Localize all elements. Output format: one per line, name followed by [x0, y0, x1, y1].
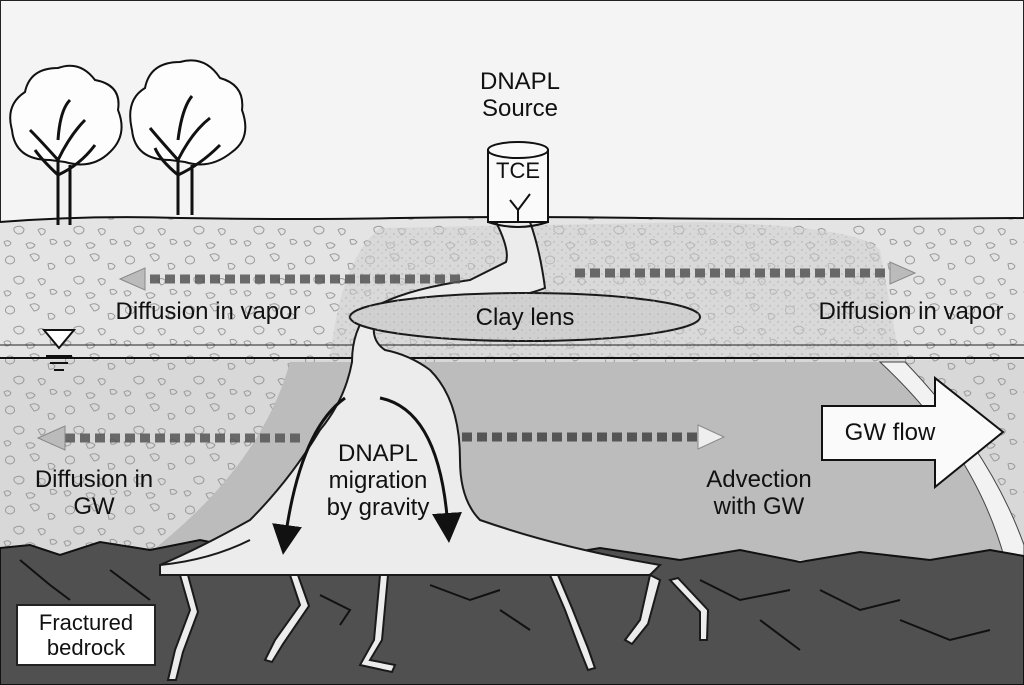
vapor-diffusion-label-left: Diffusion in vapor	[115, 298, 301, 325]
vapor-diffusion-label-right: Diffusion in vapor	[818, 298, 1004, 325]
drum-label: TCE	[496, 158, 540, 183]
ground-surface	[0, 216, 1024, 223]
gw-diffusion-arrow-left	[36, 425, 300, 451]
dnapl-fingers	[166, 573, 710, 681]
vapor-diffusion-arrow-left	[118, 267, 460, 291]
gravity-migration-label: DNAPL migration by gravity	[326, 440, 430, 521]
vapor-diffusion-arrow-right	[575, 261, 917, 285]
gw-flow-label: GW flow	[844, 419, 936, 446]
tce-drum	[487, 141, 549, 228]
clay-lens-label: Clay lens	[475, 304, 575, 331]
tree-icon	[129, 59, 247, 215]
advection-arrow	[462, 424, 726, 450]
source-label: DNAPL Source	[479, 68, 561, 122]
gw-diffusion-label: Diffusion in GW	[34, 466, 154, 520]
gravity-arrow-right	[379, 396, 462, 543]
gravity-arrow-left	[272, 396, 346, 555]
bedrock-label: Fractured bedrock	[16, 604, 156, 666]
gw-flow-arrow	[821, 375, 1005, 490]
tree-icon	[9, 64, 123, 225]
advection-label: Advection with GW	[706, 466, 812, 520]
water-table-icon	[41, 329, 77, 371]
